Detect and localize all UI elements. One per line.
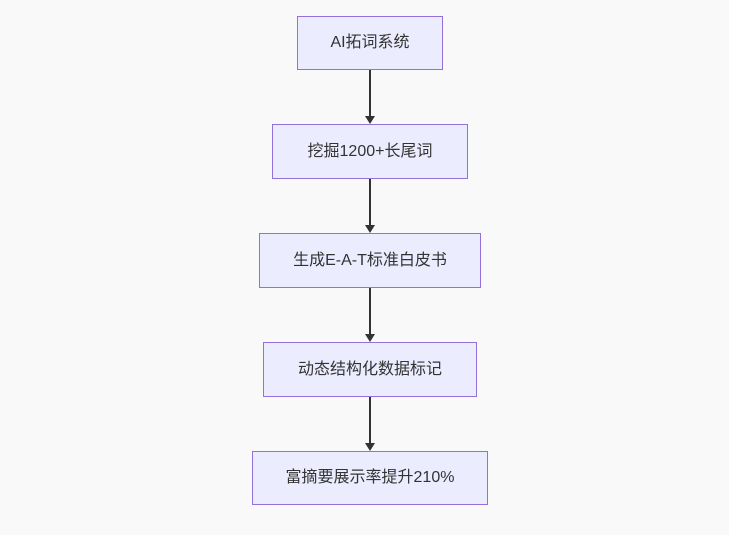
- arrow-down-icon: [365, 116, 375, 124]
- flow-node-structured-data-markup: 动态结构化数据标记: [263, 342, 477, 397]
- flow-node-label: 动态结构化数据标记: [297, 360, 442, 378]
- flow-node-eat-whitepaper: 生成E-A-T标准白皮书: [259, 233, 481, 288]
- arrow-down-icon: [365, 225, 375, 233]
- flow-arrow-1: [364, 70, 376, 124]
- flow-node-label: 挖掘1200+长尾词: [307, 142, 433, 160]
- arrow-line: [369, 288, 371, 334]
- flow-arrow-2: [364, 179, 376, 233]
- arrow-down-icon: [365, 443, 375, 451]
- flow-node-ai-word-expansion: AI拓词系统: [297, 16, 443, 70]
- arrow-down-icon: [365, 334, 375, 342]
- arrow-line: [369, 70, 371, 116]
- flow-node-label: 生成E-A-T标准白皮书: [293, 251, 447, 269]
- flow-node-label: 富摘要展示率提升210%: [285, 469, 455, 487]
- flow-node-rich-snippet-lift: 富摘要展示率提升210%: [252, 451, 488, 505]
- arrow-line: [369, 397, 371, 443]
- flow-node-longtail-mining: 挖掘1200+长尾词: [272, 124, 468, 179]
- flow-arrow-4: [364, 397, 376, 451]
- flow-arrow-3: [364, 288, 376, 342]
- arrow-line: [369, 179, 371, 225]
- flow-node-label: AI拓词系统: [330, 34, 410, 52]
